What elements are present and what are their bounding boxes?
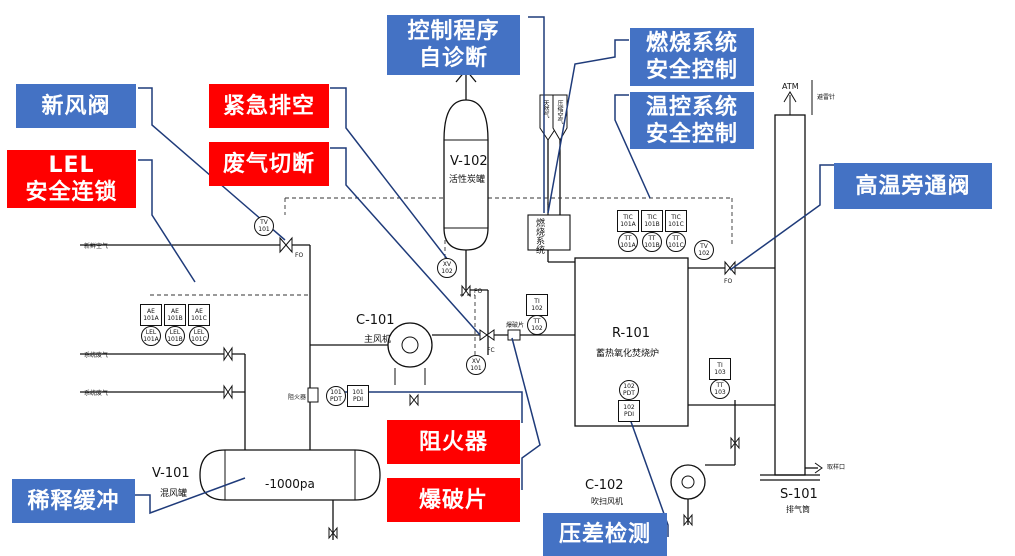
c101-tag: C-101: [356, 313, 395, 328]
v102-name: 活性炭罐: [449, 175, 486, 185]
stack-shape: [774, 114, 806, 476]
callout-flame-arrester: 阻火器: [387, 420, 520, 464]
rupture-disc-label: 爆破片: [506, 322, 525, 329]
fo2-label: FO: [474, 288, 483, 295]
natural-gas-line-label: 天然气: [542, 100, 549, 118]
flame-arrester-label: 阻火器: [288, 394, 307, 401]
v101-pressure: -1000pa: [265, 477, 315, 491]
v101-name: 混风罐: [160, 489, 188, 499]
callout-high-temp-bypass: 高温旁通阀: [834, 163, 992, 209]
callout-gas-cutoff: 废气切断: [209, 142, 329, 186]
main-fan-shape: [387, 322, 433, 368]
mixing-vessel-shape: [199, 449, 381, 501]
c102-tag: C-102: [585, 478, 624, 493]
fo3-label: FO: [724, 278, 733, 285]
c101-name: 主风机: [364, 335, 392, 345]
r101-tag: R-101: [612, 326, 651, 341]
fresh-air-line-label: 新鲜空气: [84, 243, 109, 250]
s101-tag: S-101: [780, 487, 818, 502]
purge-fan-shape: [670, 464, 706, 500]
waste-gas-line-1-label: 系统废气: [84, 352, 109, 359]
v102-tag: V-102: [450, 154, 488, 169]
fo1-label: FO: [295, 252, 304, 259]
burner-name: 燃烧系统: [534, 218, 544, 254]
lightning-rod-label: 避雷针: [817, 94, 836, 101]
r101-name: 蓄热氧化焚烧炉: [596, 349, 660, 359]
s101-name: 排气筒: [786, 505, 810, 514]
callout-emergency-vent: 紧急排空: [209, 84, 329, 128]
callout-diff-pressure: 压差检测: [543, 513, 667, 556]
callout-self-diagnosis: 控制程序自诊断: [387, 15, 520, 75]
atm-label: ATM: [782, 82, 799, 91]
callout-rupture-disc: 爆破片: [387, 478, 520, 522]
callout-combustion-safety: 燃烧系统安全控制: [630, 28, 754, 86]
burner-box-shape: [527, 214, 571, 251]
callout-dilution-buffer: 稀释缓冲: [12, 479, 135, 523]
fc1-label: FC: [487, 347, 495, 354]
callout-temp-safety: 温控系统安全控制: [630, 92, 754, 149]
waste-gas-line-2-label: 系统废气: [84, 390, 109, 397]
callout-fresh-air-valve: 新风阀: [16, 84, 136, 128]
v101-tag: V-101: [152, 466, 190, 481]
compressed-air-line-label: 压缩空气: [556, 100, 563, 124]
c102-name: 吹扫风机: [591, 497, 623, 506]
sample-port-label: 取样口: [827, 464, 846, 471]
